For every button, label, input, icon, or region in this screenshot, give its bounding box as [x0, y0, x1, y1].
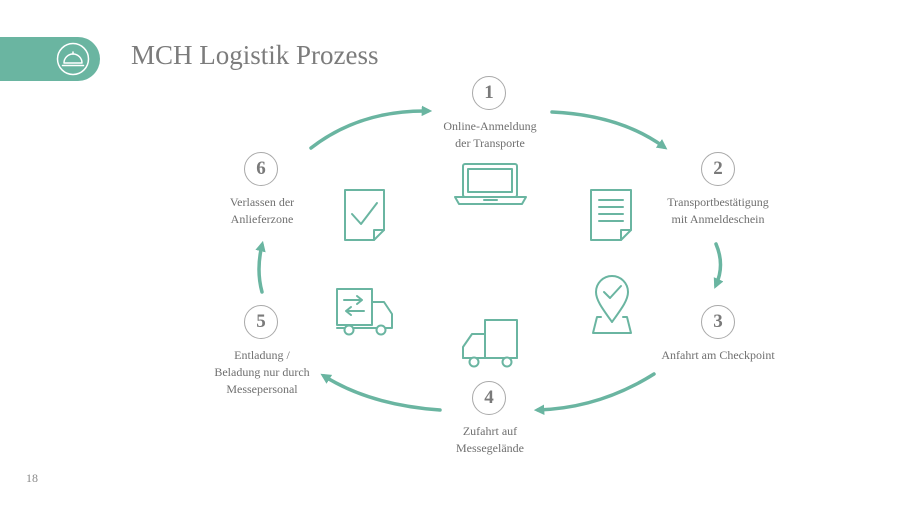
- arrow-5-to-6: [255, 240, 266, 294]
- truck-exchange-icon: [336, 288, 393, 336]
- step-4-number: 4: [472, 381, 506, 415]
- laptop-icon: [454, 163, 527, 205]
- step-5-number: 5: [244, 305, 278, 339]
- arrow-1-to-2: [550, 110, 668, 150]
- step-1-number: 1: [472, 76, 506, 110]
- step-4-label: Zufahrt auf Messegelände: [456, 424, 524, 455]
- truck-icon: [462, 319, 518, 368]
- step-3-label: Anfahrt am Checkpoint: [661, 348, 775, 362]
- step-2-label: Transportbestätigung mit Anmeldeschein: [667, 195, 769, 226]
- arrow-6-to-1: [309, 105, 433, 150]
- step-6-label: Verlassen der Anlieferzone: [229, 195, 295, 226]
- step-5-label: Entladung / Beladung nur durch Messepers…: [214, 348, 310, 396]
- step-2-number: 2: [701, 152, 735, 186]
- document-check-icon: [344, 189, 385, 241]
- arrow-3-to-4: [533, 372, 656, 416]
- page-title: MCH Logistik Prozess: [131, 40, 379, 70]
- step-6-number: 6: [244, 152, 278, 186]
- header-tab: [0, 37, 100, 81]
- arrow-4-to-5: [320, 373, 442, 412]
- arrow-2-to-3: [713, 242, 724, 289]
- step-1-label: Online-Anmeldung der Transporte: [443, 119, 537, 150]
- step-3-number: 3: [701, 305, 735, 339]
- cloche-icon: [56, 42, 90, 76]
- document-icon: [590, 189, 632, 241]
- page-number: 18: [26, 471, 38, 485]
- map-pin-check-icon: [592, 275, 632, 334]
